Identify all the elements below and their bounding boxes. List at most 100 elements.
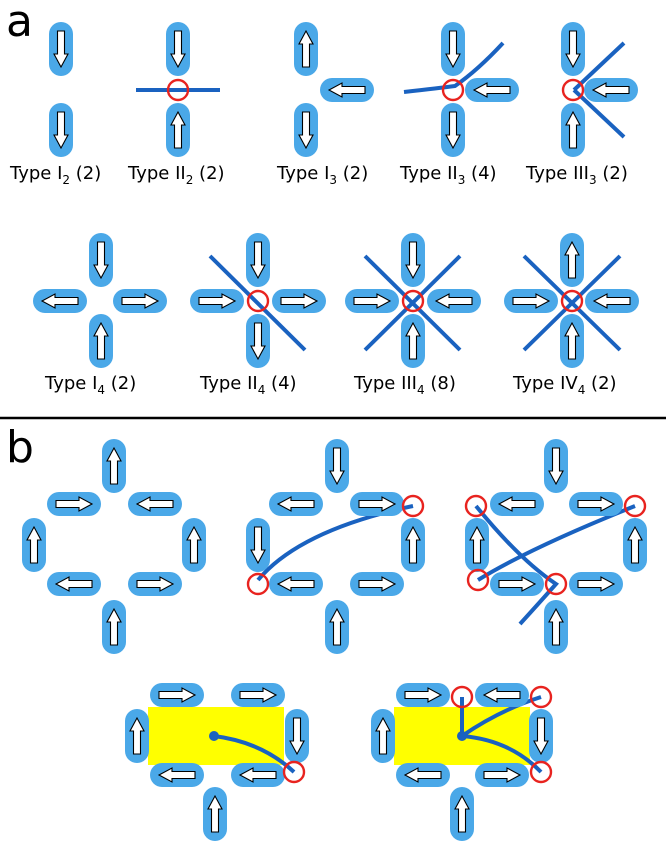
magnet-arrow-icon bbox=[404, 687, 443, 703]
magnet-arrow-icon bbox=[577, 496, 616, 512]
diagram-shapes bbox=[0, 22, 666, 841]
magnet-arrow-icon bbox=[238, 767, 277, 783]
magnet-arrow-icon bbox=[564, 321, 580, 360]
magnet-arrow-icon bbox=[53, 111, 69, 150]
magnet-arrow-icon bbox=[93, 321, 109, 360]
magnet-arrow-icon bbox=[627, 525, 643, 564]
vertex-circle bbox=[282, 760, 306, 784]
diagram-labels: a b Type I2 (2) Type II2 (2) Type I3 (2)… bbox=[6, 0, 628, 473]
vertex-circle bbox=[529, 760, 553, 784]
panel-b-label: b bbox=[6, 422, 34, 473]
magnet-arrow-icon bbox=[577, 576, 616, 592]
vertex-circle bbox=[166, 78, 190, 102]
magnet-arrow-icon bbox=[548, 607, 564, 646]
vertex-circle bbox=[464, 494, 488, 518]
magnet-arrow-icon bbox=[280, 293, 319, 309]
vertex-circle bbox=[246, 572, 270, 596]
vertex-circle bbox=[401, 289, 425, 313]
magnet-arrow-icon bbox=[358, 496, 397, 512]
magnet-arrow-icon bbox=[40, 293, 79, 309]
string-node bbox=[457, 731, 467, 741]
caption-type-i3: Type I3 (2) bbox=[276, 163, 368, 187]
dirac-string bbox=[474, 504, 560, 626]
caption-type-iii3: Type III3 (2) bbox=[525, 163, 628, 187]
magnet-arrow-icon bbox=[375, 716, 391, 755]
magnet-arrow-icon bbox=[592, 293, 631, 309]
magnet-arrow-icon bbox=[565, 30, 581, 69]
magnet-arrow-icon bbox=[54, 576, 93, 592]
magnet-arrow-icon bbox=[512, 293, 551, 309]
magnet-arrow-icon bbox=[106, 446, 122, 485]
magnet-arrow-icon bbox=[239, 687, 278, 703]
dirac-string bbox=[403, 41, 505, 94]
magnet-arrow-icon bbox=[198, 293, 237, 309]
magnet-arrow-icon bbox=[276, 496, 315, 512]
magnet-arrow-icon bbox=[469, 525, 485, 564]
magnet-arrow-icon bbox=[405, 525, 421, 564]
magnet-arrow-icon bbox=[434, 293, 473, 309]
dirac-string bbox=[256, 504, 414, 582]
magnet-arrow-icon bbox=[26, 525, 42, 564]
magnet-arrow-icon bbox=[53, 30, 69, 69]
magnet-arrow-icon bbox=[186, 525, 202, 564]
magnet-arrow-icon bbox=[55, 496, 94, 512]
magnet-arrow-icon bbox=[497, 496, 536, 512]
magnet-arrow-icon bbox=[170, 110, 186, 149]
magnet-arrow-icon bbox=[207, 794, 223, 833]
magnet-arrow-icon bbox=[403, 767, 442, 783]
caption-type-i4: Type I4 (2) bbox=[44, 373, 136, 397]
magnet-arrow-icon bbox=[121, 293, 160, 309]
vertex-circle bbox=[560, 289, 584, 313]
magnet-arrow-icon bbox=[353, 293, 392, 309]
vertex-circle bbox=[466, 568, 490, 592]
caption-type-i2: Type I2 (2) bbox=[9, 163, 101, 187]
magnet-arrow-icon bbox=[548, 447, 564, 486]
vertex-circle bbox=[561, 78, 585, 102]
magnet-arrow-icon bbox=[591, 82, 630, 98]
vertex-circle bbox=[441, 78, 465, 102]
dirac-string bbox=[572, 41, 626, 92]
vertex-circle bbox=[246, 289, 270, 313]
magnet-arrow-icon bbox=[298, 111, 314, 150]
dirac-string bbox=[522, 254, 622, 352]
caption-type-ii4: Type II4 (4) bbox=[199, 373, 297, 397]
magnet-arrow-icon bbox=[445, 111, 461, 150]
magnet-arrow-icon bbox=[483, 767, 522, 783]
panel-a-label: a bbox=[6, 0, 33, 47]
dirac-string bbox=[572, 88, 626, 139]
dirac-string bbox=[460, 695, 542, 738]
magnet-arrow-icon bbox=[329, 447, 345, 486]
magnet-arrow-icon bbox=[289, 717, 305, 756]
magnet-arrow-icon bbox=[93, 241, 109, 280]
vertex-circle bbox=[544, 572, 568, 596]
magnet-arrow-icon bbox=[405, 321, 421, 360]
vertex-circle bbox=[401, 494, 425, 518]
magnet-arrow-icon bbox=[329, 607, 345, 646]
magnet-arrow-icon bbox=[158, 687, 197, 703]
dirac-string bbox=[363, 254, 462, 352]
magnet-arrow-icon bbox=[136, 576, 175, 592]
magnet-arrow-icon bbox=[533, 717, 549, 756]
magnet-arrow-icon bbox=[106, 607, 122, 646]
caption-type-iv4: Type IV4 (2) bbox=[512, 373, 617, 397]
caption-type-iii4: Type III4 (8) bbox=[353, 373, 456, 397]
dirac-string bbox=[208, 254, 307, 352]
caption-type-ii2: Type II2 (2) bbox=[127, 163, 225, 187]
magnet-arrow-icon bbox=[454, 794, 470, 833]
dirac-string bbox=[213, 734, 296, 774]
dirac-string bbox=[476, 504, 636, 582]
vertex-circle bbox=[450, 685, 474, 709]
magnet-arrow-icon bbox=[498, 576, 537, 592]
magnet-arrow-icon bbox=[472, 82, 511, 98]
magnet-arrow-icon bbox=[298, 29, 314, 68]
magnet-arrow-icon bbox=[250, 241, 266, 280]
magnet-arrow-icon bbox=[327, 82, 366, 98]
magnet-arrow-icon bbox=[276, 576, 315, 592]
magnet-arrow-icon bbox=[135, 496, 174, 512]
magnet-arrow-icon bbox=[405, 241, 421, 280]
magnet-arrow-icon bbox=[564, 240, 580, 279]
magnet-arrow-icon bbox=[129, 716, 145, 755]
caption-type-ii3: Type II3 (4) bbox=[399, 163, 497, 187]
magnet-arrow-icon bbox=[445, 30, 461, 69]
